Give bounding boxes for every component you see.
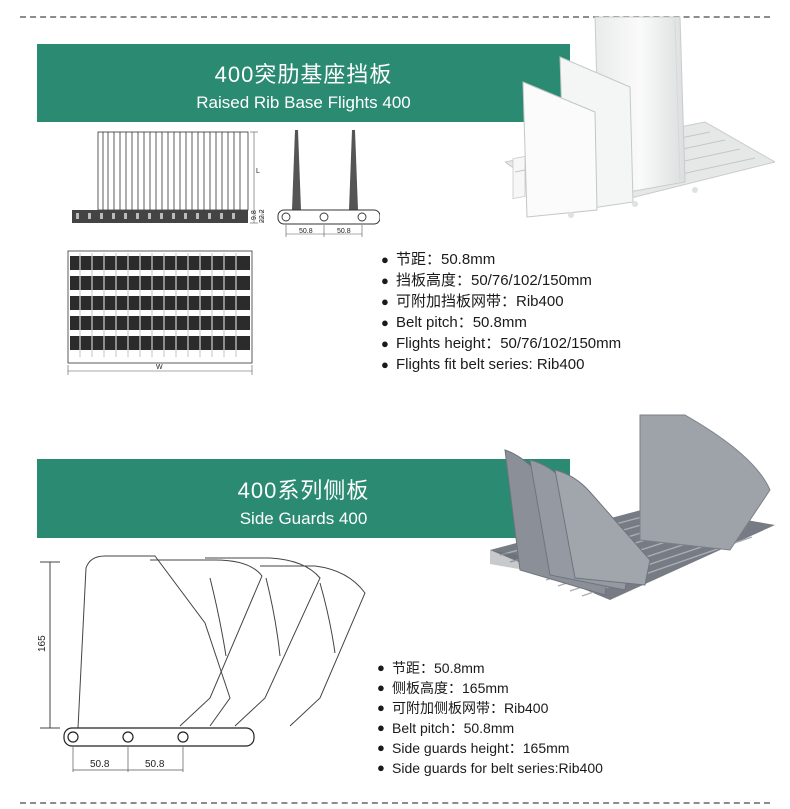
flight-height-label: L: [256, 168, 260, 175]
flight-width-label: W: [156, 364, 163, 371]
spec-item: 节距：50.8mm: [377, 658, 603, 678]
top-dashed-divider: [20, 16, 770, 18]
spec-item: Flights height：50/76/102/150mm: [381, 333, 621, 354]
flight-side-t-label: 22.2: [259, 209, 266, 223]
spec-item: Side guards height：165mm: [377, 738, 603, 758]
sideguard-height-label: 165: [37, 635, 48, 652]
spec-item: 挡板高度：50/76/102/150mm: [381, 270, 621, 291]
flight-pitch-a-label: 50.8: [299, 228, 313, 235]
side-guard-drawing: 165 50.8 50.8: [37, 555, 366, 772]
flight-pitch-b-label: 50.8: [337, 228, 351, 235]
spec-item: 可附加挡板网带：Rib400: [381, 291, 621, 312]
spec-item: 侧板高度：165mm: [377, 678, 603, 698]
section2-spec-list: 节距：50.8mm 侧板高度：165mm 可附加侧板网带：Rib400 Belt…: [377, 658, 603, 778]
sideguard-pitch-b-label: 50.8: [145, 759, 165, 770]
section2-banner: 400系列侧板 Side Guards 400: [37, 459, 570, 538]
section1-title-cn: 400突肋基座挡板: [214, 62, 393, 87]
spec-item: Flights fit belt series: Rib400: [381, 354, 621, 375]
section2-title-cn: 400系列侧板: [237, 478, 370, 503]
spec-item: Side guards for belt series:Rib400: [377, 758, 603, 778]
spec-item: Belt pitch：50.8mm: [377, 718, 603, 738]
bottom-dashed-divider: [20, 802, 770, 804]
spec-item: 节距：50.8mm: [381, 249, 621, 270]
side-guard-photo: [490, 414, 775, 600]
section1-banner: 400突肋基座挡板 Raised Rib Base Flights 400: [37, 44, 570, 122]
section1-title-en: Raised Rib Base Flights 400: [196, 93, 411, 112]
section1-spec-list: 节距：50.8mm 挡板高度：50/76/102/150mm 可附加挡板网带：R…: [381, 249, 621, 375]
raised-rib-flight-photo: [505, 16, 775, 218]
spec-item: Belt pitch：50.8mm: [381, 312, 621, 333]
section2-title-en: Side Guards 400: [239, 509, 368, 528]
sideguard-pitch-a-label: 50.8: [90, 759, 110, 770]
spec-item: 可附加侧板网带：Rib400: [377, 698, 603, 718]
flight-side-h-label: 9.8: [251, 210, 258, 220]
raised-rib-flight-drawing: L 9.8 22.2 50.8 50.8 W: [67, 130, 380, 375]
